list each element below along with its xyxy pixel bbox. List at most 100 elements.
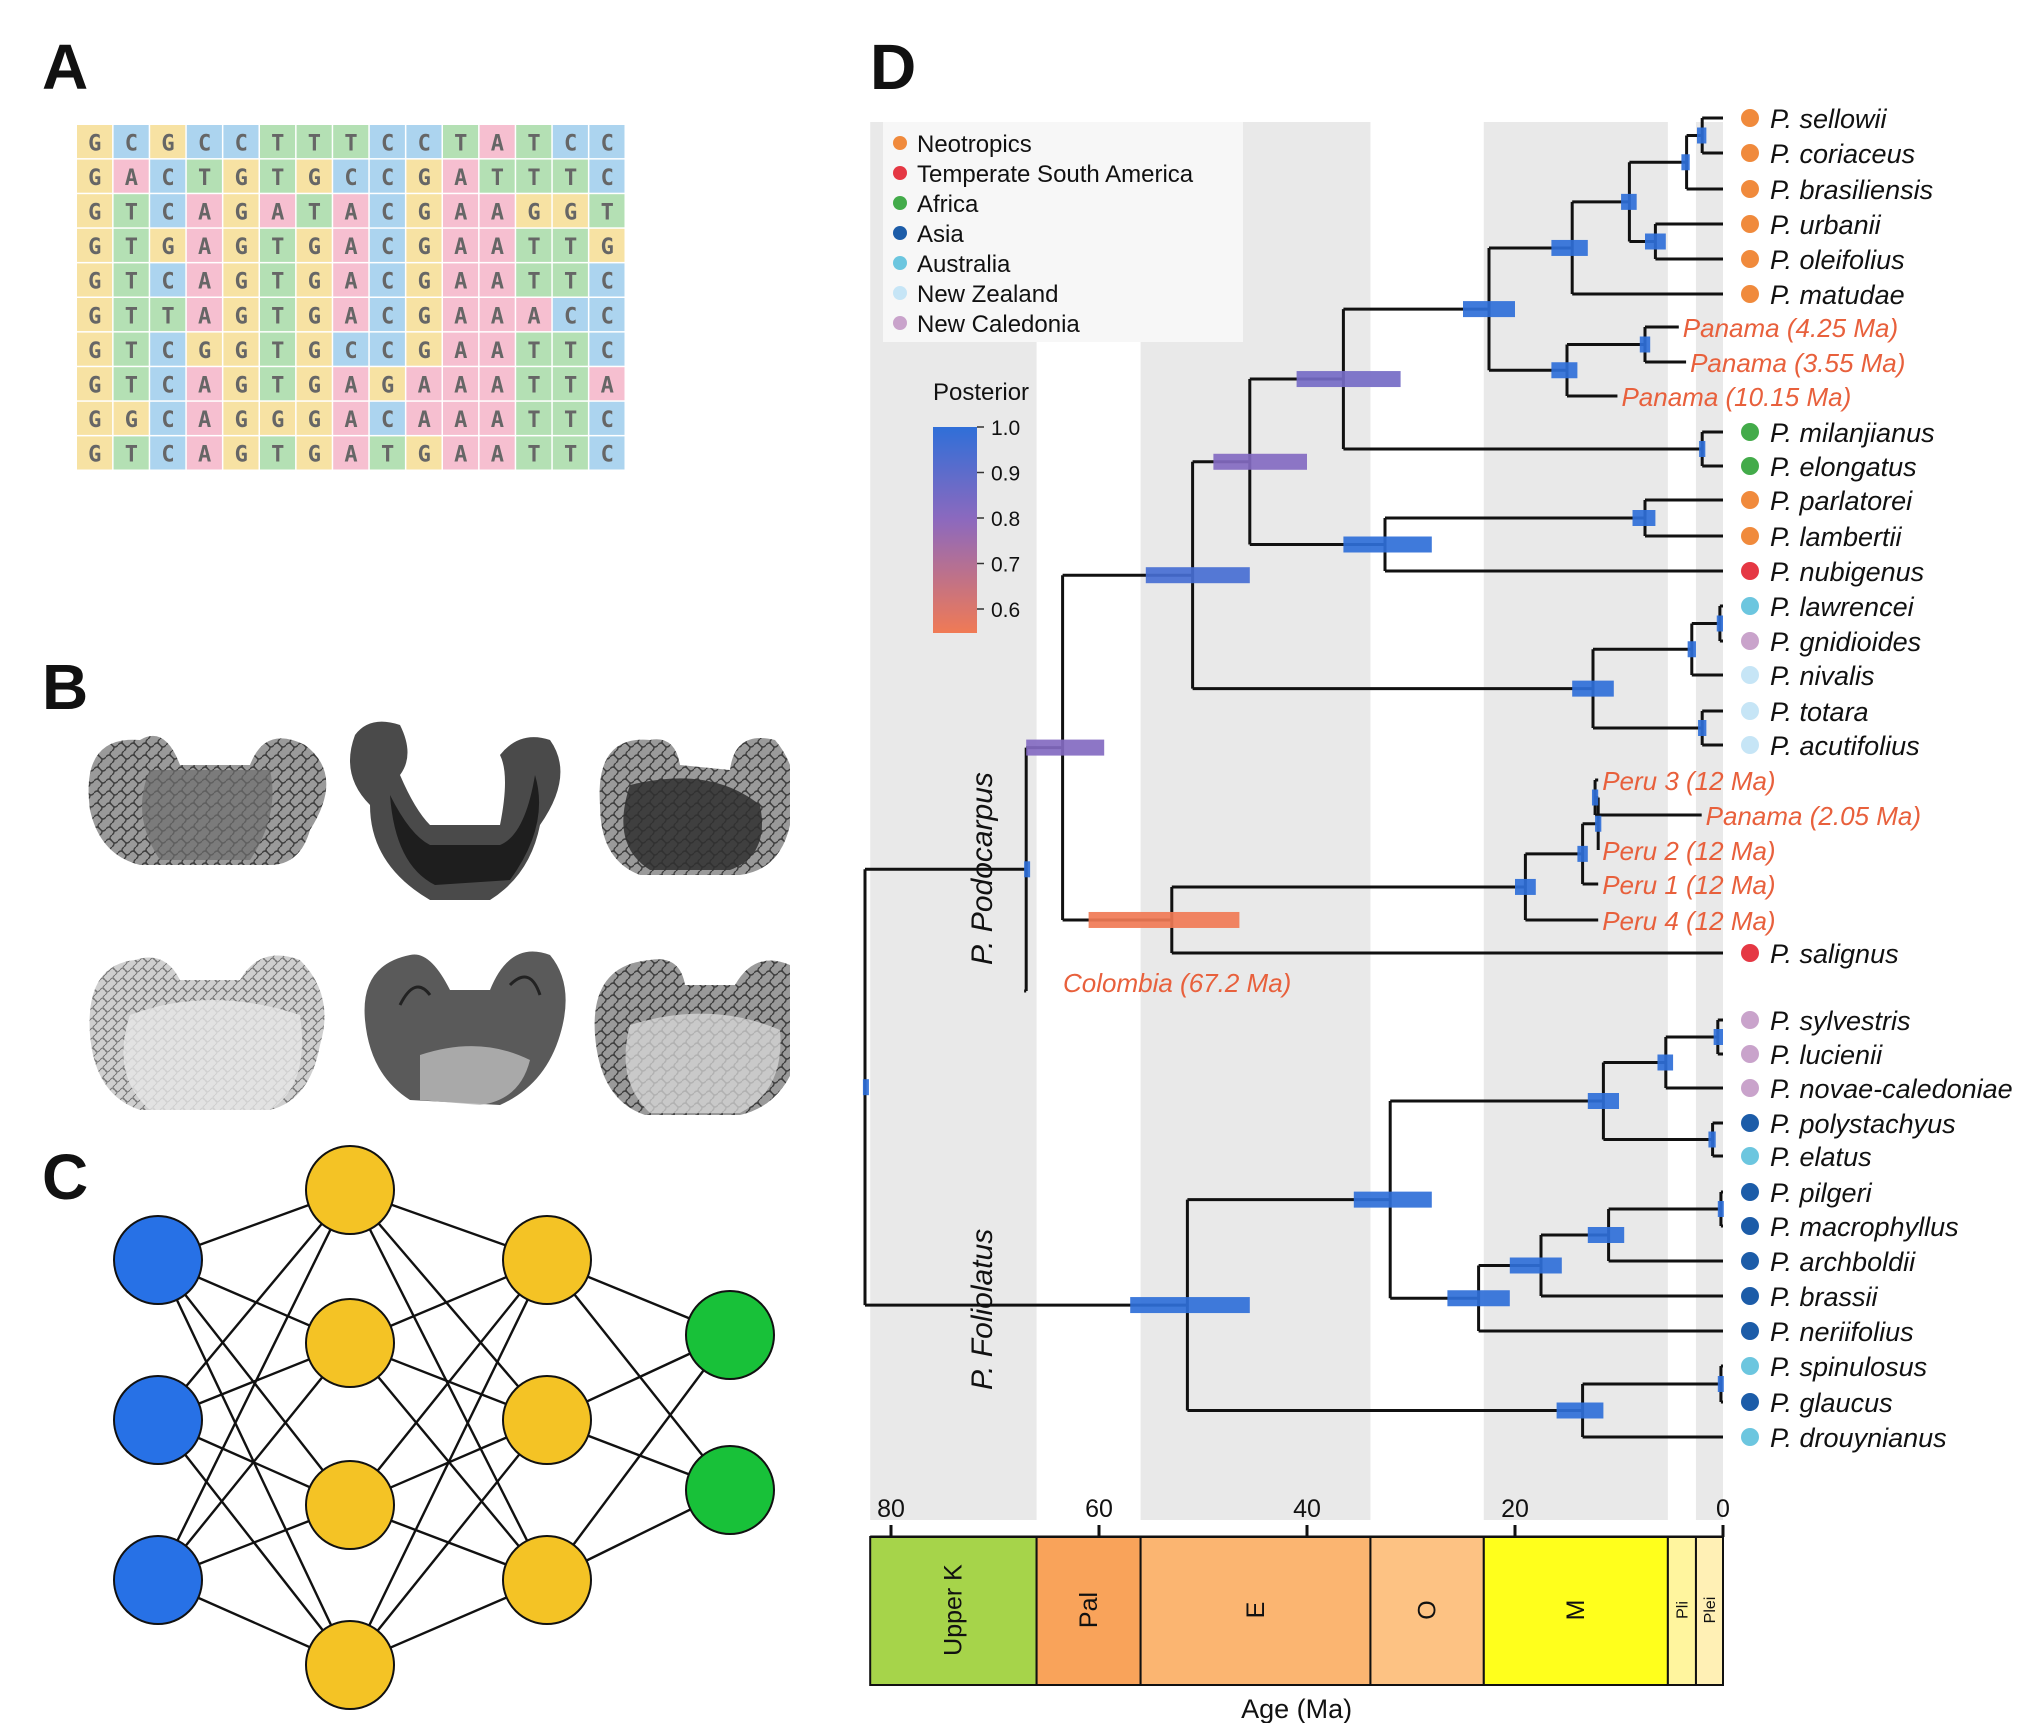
taxon-label: P. acutifolius — [1770, 731, 1920, 761]
legend-label: Australia — [917, 251, 1011, 278]
alignment-cell-bg — [113, 263, 149, 297]
alignment-cell-bg — [260, 436, 296, 470]
base-letter: T — [161, 304, 174, 329]
alignment-cell-bg — [479, 401, 515, 435]
alignment-cell: C — [333, 332, 369, 366]
base-letter: C — [601, 270, 614, 295]
alignment-cell-bg — [296, 194, 332, 228]
taxon-label: P. lucienii — [1770, 1040, 1883, 1070]
axis-title: Age (Ma) — [1241, 1694, 1352, 1723]
network-edge — [157, 1342, 351, 1581]
hpd-bar — [1716, 615, 1723, 632]
posterior-tick-label: 0.6 — [991, 599, 1020, 622]
alignment-cell: G — [77, 436, 113, 470]
alignment-cell-bg — [479, 436, 515, 470]
alignment-cell: A — [479, 194, 515, 228]
epoch-band — [870, 122, 1037, 1520]
hpd-bar — [1556, 1402, 1604, 1419]
hpd-bar — [1447, 1290, 1510, 1307]
hpd-bar — [1717, 1201, 1724, 1217]
epoch-band — [1483, 122, 1668, 1520]
alignment-cell: C — [369, 125, 405, 159]
base-letter: C — [161, 339, 174, 364]
taxon-label: P. lambertii — [1770, 522, 1903, 552]
alignment-cell: C — [589, 263, 625, 297]
base-letter: T — [564, 166, 577, 191]
base-letter: G — [125, 408, 138, 433]
alignment-cell-bg — [150, 194, 186, 228]
base-letter: G — [564, 201, 577, 226]
base-letter: T — [564, 408, 577, 433]
base-letter: G — [88, 339, 101, 364]
alignment-cell: T — [113, 298, 149, 332]
alignment-cell: T — [296, 194, 332, 228]
taxon-label: P. elongatus — [1770, 452, 1917, 482]
legend-label: Asia — [917, 221, 964, 248]
alignment-cell-bg — [186, 401, 222, 435]
alignment-cell-bg — [516, 159, 552, 193]
alignment-cell-bg — [369, 159, 405, 193]
panel-label-b: B — [42, 651, 89, 723]
base-letter: G — [88, 201, 101, 226]
alignment-cell: A — [333, 401, 369, 435]
base-letter: T — [527, 374, 540, 399]
hpd-bar — [1572, 680, 1614, 697]
legend-backdrop — [883, 122, 1243, 342]
alignment-cell: G — [223, 436, 259, 470]
base-letter: T — [344, 131, 357, 156]
alignment-cell: T — [516, 125, 552, 159]
base-letter: A — [198, 443, 211, 468]
alignment-cell-bg — [443, 263, 479, 297]
alignment-cell-bg — [333, 125, 369, 159]
alignment-cell-bg — [479, 367, 515, 401]
alignment-cell: G — [223, 263, 259, 297]
legend-label: Africa — [917, 191, 979, 218]
hpd-bar — [1577, 845, 1588, 862]
taxon-label: P. glaucus — [1770, 1388, 1893, 1418]
alignment-cell-bg — [296, 436, 332, 470]
taxon-label: P. gnidioides — [1770, 627, 1921, 657]
base-letter: T — [125, 339, 138, 364]
region-dot — [1741, 632, 1759, 650]
alignment-cell-bg — [443, 332, 479, 366]
base-letter: G — [235, 166, 248, 191]
alignment-cell-bg — [260, 332, 296, 366]
alignment-cell-bg — [443, 125, 479, 159]
alignment-cell-bg — [186, 332, 222, 366]
alignment-cell-bg — [479, 228, 515, 262]
clade-label-foliolatus: P. Foliolatus — [966, 1229, 999, 1390]
alignment-cell-bg — [406, 194, 442, 228]
legend-dot — [893, 166, 907, 180]
alignment-cell-bg — [113, 194, 149, 228]
base-letter: A — [198, 374, 211, 399]
hpd-bar — [1697, 127, 1707, 144]
base-letter: T — [271, 374, 284, 399]
base-letter: T — [125, 201, 138, 226]
alignment-cell-bg — [552, 194, 588, 228]
period-label: M — [1562, 1600, 1590, 1621]
alignment-cell: G — [150, 228, 186, 262]
alignment-cell-bg — [443, 367, 479, 401]
alignment-cell-bg — [186, 194, 222, 228]
alignment-cell: A — [479, 436, 515, 470]
alignment-cell-bg — [186, 263, 222, 297]
alignment-cell: A — [333, 194, 369, 228]
base-letter: G — [308, 408, 321, 433]
base-letter: G — [308, 304, 321, 329]
alignment-cell-bg — [443, 401, 479, 435]
alignment-cell-bg — [552, 125, 588, 159]
neural-network-diagram — [113, 1145, 775, 1710]
alignment-cell: T — [113, 194, 149, 228]
alignment-cell: T — [516, 401, 552, 435]
alignment-cell-bg — [223, 298, 259, 332]
alignment-cell-bg — [260, 194, 296, 228]
base-letter: G — [271, 408, 284, 433]
posterior-title: Posterior — [933, 379, 1029, 406]
alignment-cell-bg — [223, 263, 259, 297]
alignment-cell-bg — [77, 125, 113, 159]
base-letter: C — [601, 131, 614, 156]
base-letter: T — [527, 166, 540, 191]
network-node-yellow — [502, 1215, 592, 1305]
alignment-cell-bg — [223, 194, 259, 228]
alignment-cell-bg — [113, 401, 149, 435]
